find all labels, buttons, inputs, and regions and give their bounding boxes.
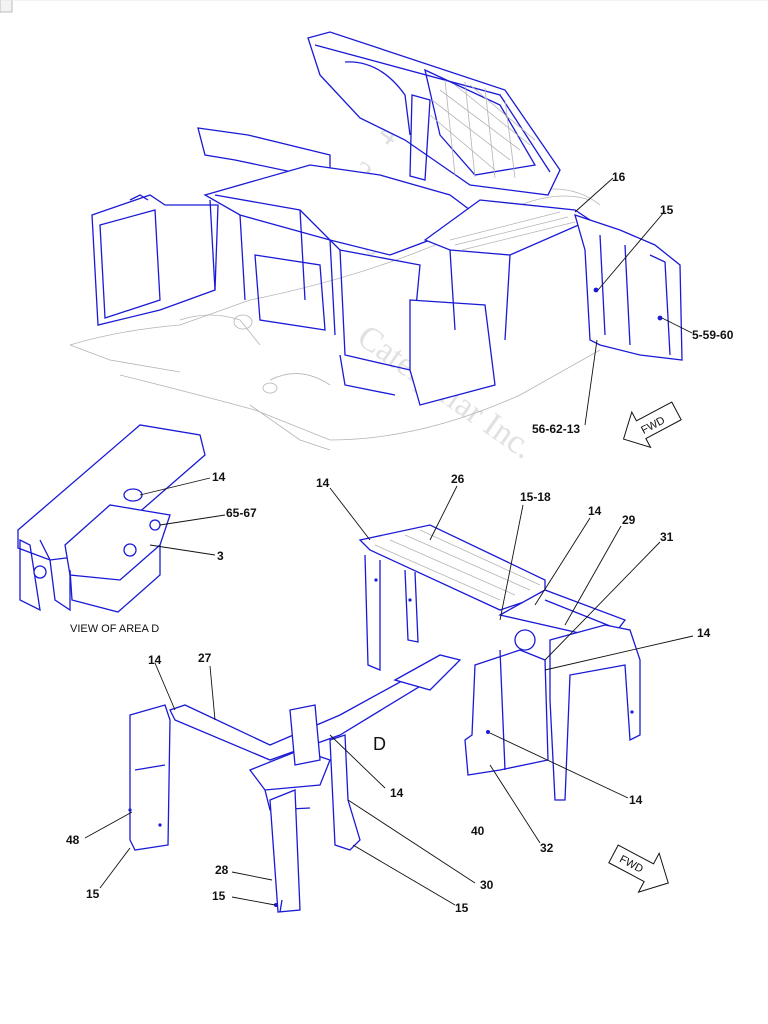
area-d-marker: D: [373, 734, 386, 754]
callout-32: 32: [540, 841, 554, 855]
callout-65-67: 65-67: [226, 506, 257, 520]
callout-5-59-60: 5-59-60: [692, 328, 734, 342]
callout-14: 14: [390, 786, 404, 800]
callout-14: 14: [212, 470, 226, 484]
callout-56-62-13: 56-62-13: [532, 422, 580, 436]
callout-14: 14: [629, 793, 643, 807]
leader-lines: [84, 177, 694, 906]
broken-image-icon: [0, 0, 13, 13]
callout-15: 15: [455, 901, 469, 915]
machine-assembly-view: [69, 31, 683, 451]
callout-16: 16: [612, 170, 626, 184]
lower-frame-exploded: D: [128, 524, 641, 913]
view-area-caption: VIEW OF AREA D: [70, 623, 159, 635]
callout-15: 15: [212, 889, 226, 903]
callout-30: 30: [480, 878, 494, 892]
callout-labels: 16 15 5-59-60 56-62-13 14 65-67 3 14 26 …: [66, 170, 734, 915]
fwd-arrow-bottom: FWD: [608, 844, 669, 893]
area-d-detail-view: VIEW OF AREA D: [17, 424, 206, 635]
callout-31: 31: [660, 530, 674, 544]
callout-14: 14: [588, 504, 602, 518]
callout-14: 14: [697, 626, 711, 640]
callout-40: 40: [471, 824, 485, 838]
callout-28: 28: [215, 863, 229, 877]
callout-3: 3: [217, 549, 224, 563]
callout-15: 15: [660, 203, 674, 217]
callout-26: 26: [451, 472, 465, 486]
callout-15: 15: [86, 887, 100, 901]
callout-15-18: 15-18: [520, 490, 551, 504]
callout-48: 48: [66, 833, 80, 847]
callout-29: 29: [622, 513, 636, 527]
callout-14: 14: [316, 476, 330, 490]
fwd-arrow-top: FWD: [622, 401, 682, 449]
callout-27: 27: [198, 651, 212, 665]
callout-14: 14: [148, 653, 162, 667]
